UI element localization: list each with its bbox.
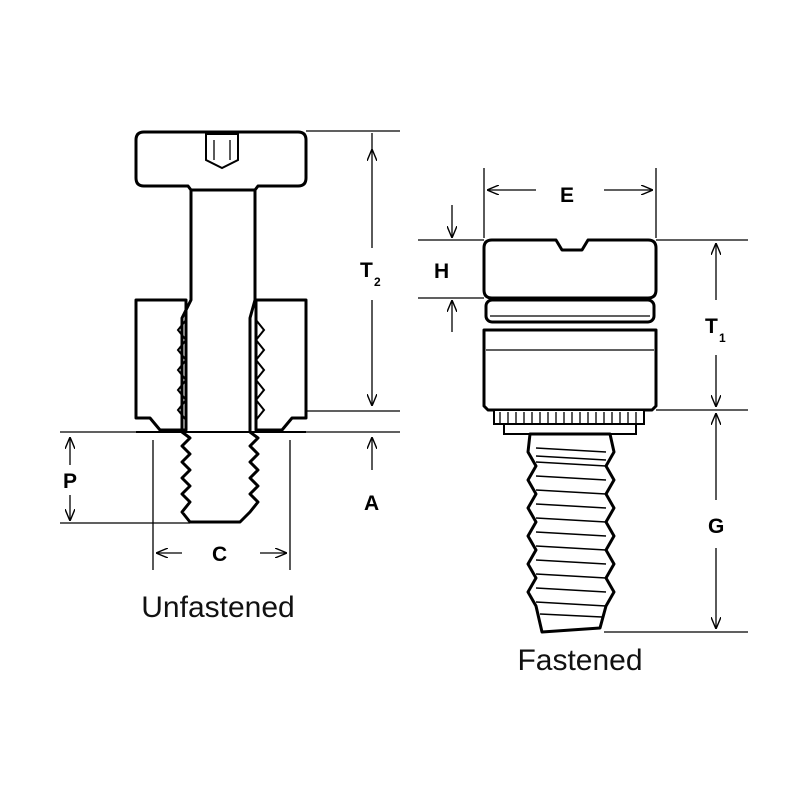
dimension-p: P [60, 438, 190, 524]
fastened-view [482, 238, 658, 634]
dimension-c: C [152, 440, 291, 570]
unfastened-screw-shank [180, 188, 260, 524]
fastened-threaded-stud [526, 432, 616, 634]
unfastened-ferrule-left [134, 298, 188, 432]
dim-label-t1: T [705, 315, 718, 338]
caption-fastened: Fastened [517, 644, 642, 677]
dim-label-t1-subscript: 1 [719, 331, 726, 345]
dim-label-a: A [364, 492, 379, 515]
fastened-ferrule-body [482, 328, 658, 412]
unfastened-ferrule-right [254, 298, 308, 432]
fastened-groove-ring [484, 298, 656, 324]
dimension-e: E [483, 168, 657, 238]
dimension-t2: T 2 [306, 130, 400, 412]
dim-label-e: E [560, 184, 574, 207]
knurl-teeth [499, 412, 637, 424]
dim-label-g: G [708, 515, 724, 538]
unfastened-view [60, 130, 400, 524]
dim-label-c: C [212, 543, 227, 566]
dimension-h: H [418, 205, 484, 332]
caption-unfastened: Unfastened [141, 591, 294, 624]
thread-crests [535, 447, 607, 618]
unfastened-screw-head [134, 130, 308, 192]
dim-label-t2: T [360, 259, 373, 282]
dim-label-p: P [63, 470, 77, 493]
dimension-g: G [604, 414, 748, 633]
dimension-a: A [364, 438, 379, 515]
dimension-t1: T 1 [656, 239, 748, 411]
fastened-cap [482, 238, 658, 300]
unfastened-head-recess [205, 133, 239, 170]
dim-label-h: H [434, 260, 449, 283]
dim-label-t2-subscript: 2 [374, 275, 381, 289]
